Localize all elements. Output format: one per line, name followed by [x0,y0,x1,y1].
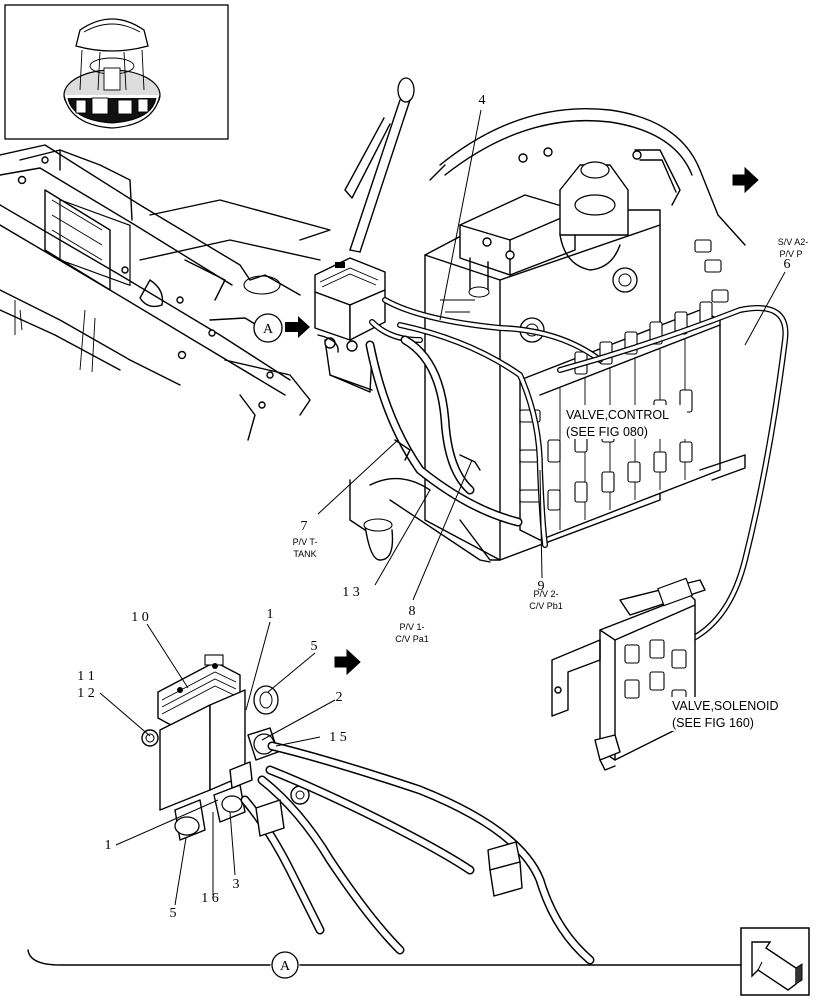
component-labels: VALVE,CONTROL (SEE FIG 080) VALVE,SOLENO… [562,405,793,731]
callout-5-bottom: 5 [170,906,177,921]
detail-a-label: A [263,322,274,337]
hose-label-sv-a2-line1: S/V A2- [778,237,809,247]
callout-5-top: 5 [311,639,318,654]
next-page-arrow-icon[interactable] [740,927,810,996]
callout-7: 7 [301,519,308,534]
detail-a-label: A [280,959,291,974]
pilot-valve-detail [141,654,310,841]
detail-a-marker-top: A [253,313,310,343]
solenoid-valve-assembly [551,577,706,771]
cab-housing [429,107,746,246]
callout-6: 6 [784,257,791,272]
chassis-frame [0,144,331,441]
hoses-upper [317,297,789,643]
arrow-right-icon [732,166,759,194]
callout-1-top: 1 [267,607,274,622]
callout-12: 1 2 [77,686,95,701]
control-valve-label-line2: (SEE FIG 080) [566,425,648,439]
hose-label-pv-1-line1: P/V 1- [399,622,424,632]
hose-label-pv-2-line1: P/V 2- [533,589,558,599]
callout-8: 8 [409,604,416,619]
solenoid-valve-label-line1: VALVE,SOLENOID [672,699,779,713]
callout-16: 1 6 [201,891,219,906]
thumbnail-machine-icon [4,4,229,140]
detail-a-bracket: A [27,949,801,979]
control-lever [344,77,415,253]
arrow-right-icon [334,648,361,676]
hose-label-pv-1-line2: C/V Pa1 [395,634,429,644]
callout-4: 4 [479,93,486,108]
solenoid-valve-label-line2: (SEE FIG 160) [672,716,754,730]
control-valve-assembly [349,161,746,563]
callout-10: 1 0 [131,610,149,625]
hoses-lower [240,741,595,965]
hose-label-sv-a2-line2: P/V P [779,249,802,259]
callout-2: 2 [336,690,343,705]
hose-label-pv-t-line2: TANK [293,549,316,559]
pilot-valve-mounted [314,257,386,393]
callout-11: 1 1 [77,669,95,684]
hose-label-pv-t-line1: P/V T- [293,537,318,547]
hose-label-pv-2-line2: C/V Pb1 [529,601,563,611]
control-valve-label-line1: VALVE,CONTROL [566,408,669,422]
callout-15: 1 5 [329,730,347,745]
callout-1-bottom: 1 [105,838,112,853]
hose-labels: S/V A2- P/V P P/V T- TANK P/V 1- C/V Pa1… [293,237,809,644]
arrow-right-icon [285,316,310,338]
callout-numbers: 4 6 7 1 3 8 9 1 0 1 5 1 1 1 2 2 1 5 1 5 … [77,93,790,921]
callout-9: 9 [538,579,545,594]
callout-3: 3 [233,877,240,892]
leader-lines [99,109,786,906]
callout-13: 1 3 [342,585,360,600]
